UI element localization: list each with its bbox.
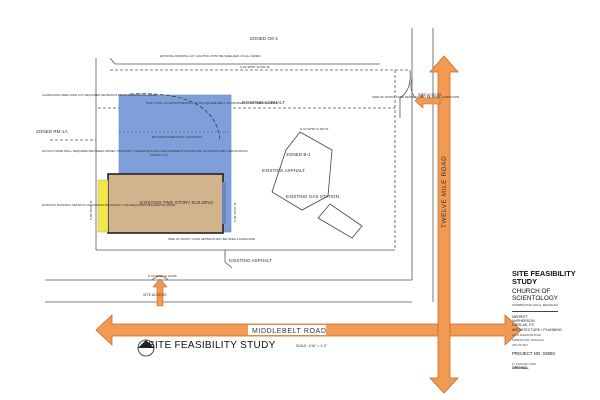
zone-label-b1: ZONED B-1 xyxy=(286,152,311,157)
building-dims-note: BUILDING DIMENSION LOCATIONS xyxy=(152,135,202,139)
title-block-location: FARMINGTON HILLS, MICHIGAN xyxy=(512,303,558,307)
firm-line-4: ARCHITECTURE • PLANNING xyxy=(512,327,562,332)
asphalt-label-bottom: EXISTING ASPHALT xyxy=(229,258,272,263)
note-bottom: SIDE OF FRONT YARD SETBACK MAY BE OPEN L… xyxy=(168,237,255,241)
svg-text:NORTH: NORTH xyxy=(141,348,152,352)
project-number: PROJECT NO. 02893 xyxy=(512,351,555,357)
firm-line-2: McPHERSON xyxy=(512,319,535,324)
firm-address-3: 248.476.3614 xyxy=(512,344,528,348)
note-left-mid: 20 FOOT WIDE WALL REQUIRED BETWEEN MPREV… xyxy=(42,149,248,153)
drawing-status: ORIGINAL xyxy=(512,366,529,371)
linework xyxy=(45,28,434,303)
zone-label-inner: ZONED OS-1 xyxy=(150,153,169,157)
title-block-client: CHURCH OF SCIENTOLOGY xyxy=(512,288,559,302)
existing-building xyxy=(107,173,224,234)
building-label-line: EXISTING TWO STORY BUILDING xyxy=(140,200,214,205)
bearing-bottom: N 01°48'50" E 132.86 xyxy=(148,274,177,278)
drawing-caption-scale: SCALE: 1/16" = 1'-0" xyxy=(295,343,327,348)
note-right: SIDE OF FRONT YARD SETBACK MAY BE OPEN L… xyxy=(372,95,459,99)
site-access-label-right: SITE ACCESS xyxy=(418,93,442,97)
asphalt-label-mid: EXISTING ASPHALT xyxy=(262,168,305,173)
road-label-horizontal: MIDDLEBELT ROAD xyxy=(252,328,326,335)
title-block: SITE FEASIBILITY STUDY CHURCH OF SCIENTO… xyxy=(512,270,596,370)
bearing-mid: N 01°48'50" E 187.01 xyxy=(300,127,329,131)
note-top: EXISTING PARKING LOT LIGHTING POST BE SH… xyxy=(160,54,260,58)
zone-label-top: ZONED OS-1 xyxy=(250,36,279,41)
drawing-caption: SITE FEASIBILITY STUDY SCALE: 1/16" = 1'… xyxy=(148,340,327,351)
building-accent-strip xyxy=(97,179,109,233)
asphalt-label-top: EXISTING ASPHALT xyxy=(242,100,285,105)
firm-line-1: MERRITT xyxy=(512,315,528,319)
zone-label-left: ZONED RM-1A xyxy=(36,129,69,134)
site-access-arrow-right xyxy=(414,93,441,109)
firm-line-3: CIESLAK, PC xyxy=(512,323,535,328)
road-label-vertical: TWELVE MILE ROAD xyxy=(441,156,448,228)
north-arrow-icon: NORTH xyxy=(137,339,155,357)
bearing-top: S 01°48'50" W 299.46 xyxy=(240,65,270,69)
note-left-bottom: EXISTING BUILDING SETBACK FROM MAIN BOUN… xyxy=(42,203,175,207)
drawing-caption-title: SITE FEASIBILITY STUDY xyxy=(148,340,276,351)
firm-address-2: FARMINGTON, MICHIGAN xyxy=(512,339,544,343)
bearing-inner: S 89°15'20" W xyxy=(233,202,237,222)
bearing-left: S 89°15'20" W xyxy=(89,200,93,220)
gas-station-outline xyxy=(271,131,363,239)
note-left-top: LANDSCAPE AREA NOW LOT REQUIRED SETBACKS… xyxy=(42,93,156,97)
drawing-date: 17 JANUARY 2003 xyxy=(512,362,536,367)
site-access-label-bottom: SITE ACCESS xyxy=(143,293,167,297)
note-blue: SITE TOTAL OF APPROXIMATELY 44,000 SQUAR… xyxy=(146,101,278,105)
firm-address-1: 33710 FREEDOM ROAD xyxy=(512,333,542,337)
road-arrow-vertical xyxy=(429,55,459,394)
title-block-title: SITE FEASIBILITY STUDY xyxy=(512,269,576,286)
site-access-arrow-bottom xyxy=(152,278,168,307)
title-block-divider xyxy=(512,311,558,312)
gas-station-label: EXISTING GAS STATION xyxy=(286,194,339,199)
